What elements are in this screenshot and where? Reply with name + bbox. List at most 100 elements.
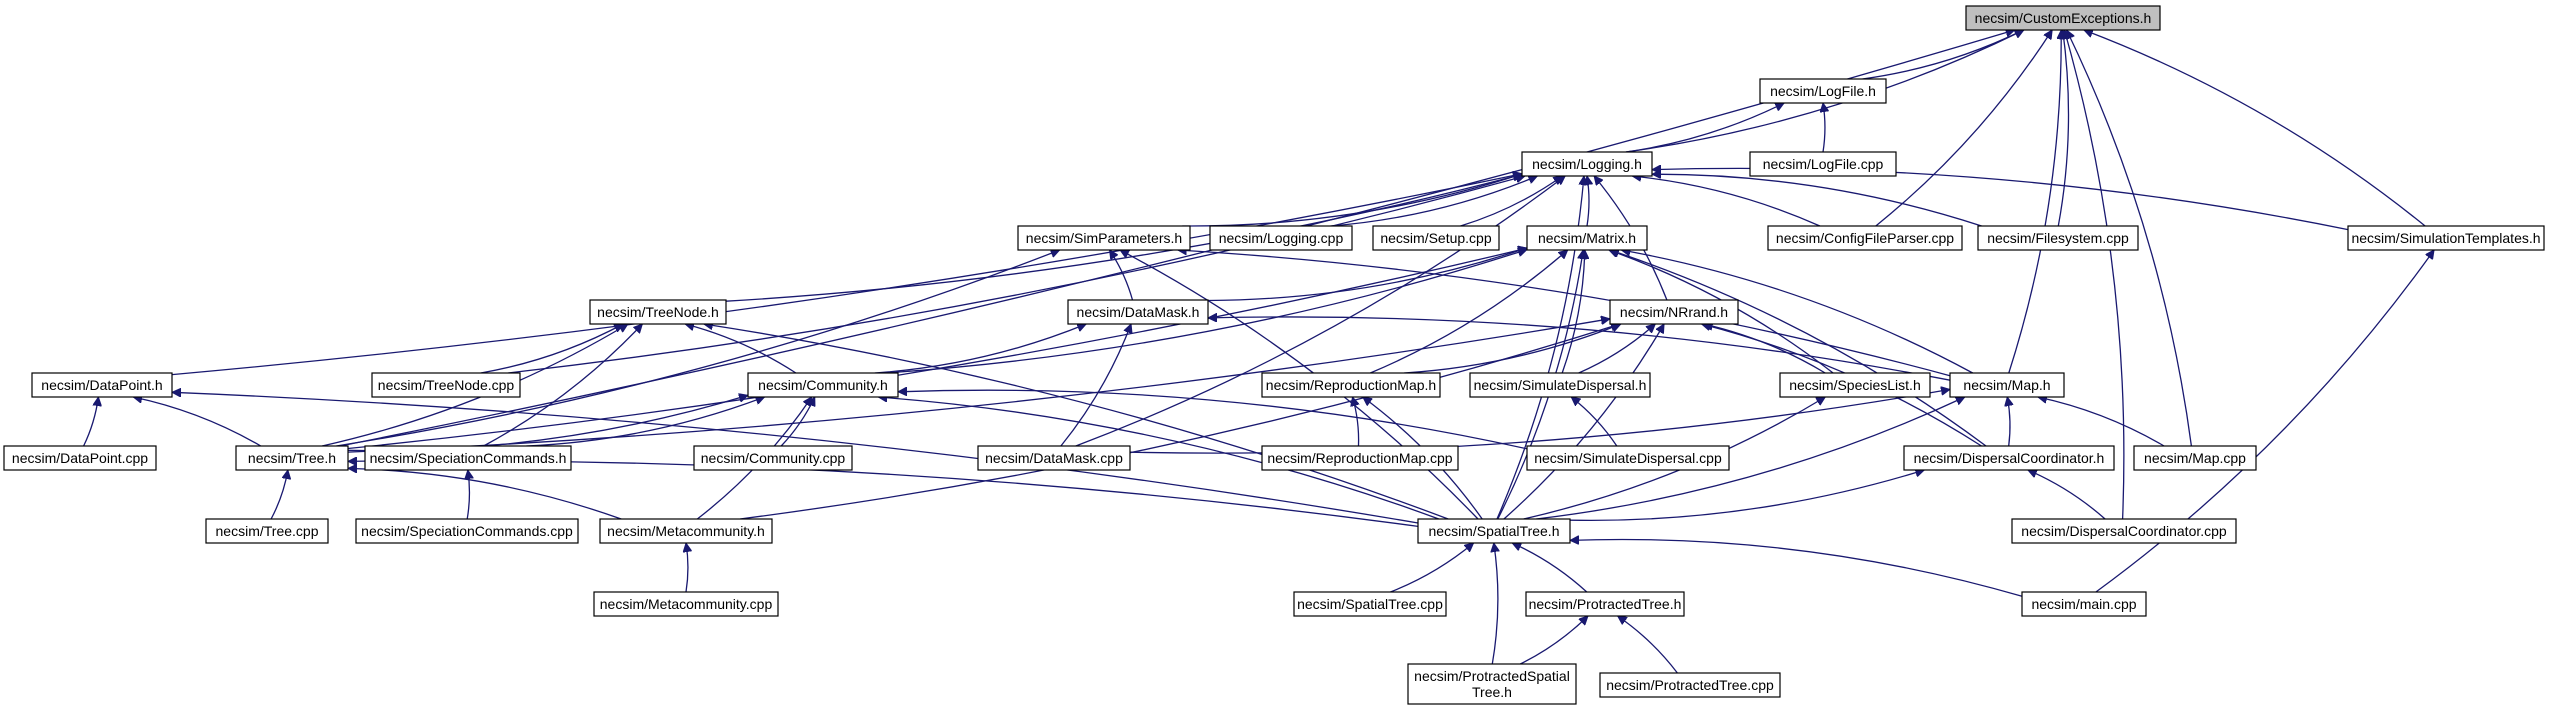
edge-configfileparser_cpp-to-logging_h: [1632, 176, 1821, 227]
node-box-community_h[interactable]: [747, 372, 899, 398]
node-metacommunity_h[interactable]: necsim/Metacommunity.h: [599, 518, 773, 544]
node-spatialtree_h[interactable]: necsim/SpatialTree.h: [1417, 518, 1571, 544]
node-box-logfile_cpp[interactable]: [1749, 151, 1897, 177]
node-dispersalcoordinator_cpp[interactable]: necsim/DispersalCoordinator.cpp: [2011, 518, 2237, 544]
node-box-protractedtree_cpp[interactable]: [1599, 672, 1781, 698]
node-main_cpp[interactable]: necsim/main.cpp: [2021, 591, 2147, 617]
node-reproductionmap_h[interactable]: necsim/ReproductionMap.h: [1261, 372, 1441, 398]
node-datamask_cpp[interactable]: necsim/DataMask.cpp: [977, 445, 1131, 471]
node-protractedtree_h[interactable]: necsim/ProtractedTree.h: [1525, 591, 1685, 617]
node-tree_h[interactable]: necsim/Tree.h: [235, 445, 349, 471]
node-treenode_h[interactable]: necsim/TreeNode.h: [589, 299, 727, 325]
node-simulatedispersal_cpp[interactable]: necsim/SimulateDispersal.cpp: [1526, 445, 1730, 471]
edge-dispersalcoordinator_h-to-matrix_h: [1610, 250, 1987, 447]
node-customexceptions[interactable]: necsim/CustomExceptions.h: [1965, 5, 2161, 31]
node-box-reproductionmap_cpp[interactable]: [1261, 445, 1459, 471]
node-box-spatialtree_h[interactable]: [1417, 518, 1571, 544]
node-simparameters_h[interactable]: necsim/SimParameters.h: [1017, 225, 1191, 251]
edge-spatialtree_h-to-nrrand_h: [1503, 324, 1665, 520]
node-box-simulationtemplates_h[interactable]: [2347, 225, 2545, 251]
node-community_h[interactable]: necsim/Community.h: [747, 372, 899, 398]
edge-protractedspatialtree_h-to-protractedtree_h: [1520, 616, 1588, 665]
edge-tree_h-to-matrix_h: [347, 248, 1527, 450]
edge-main_cpp-to-simulationtemplates_h: [2095, 250, 2434, 593]
edge-specieslist_h-to-nrrand_h: [1704, 324, 1826, 374]
node-map_cpp[interactable]: necsim/Map.cpp: [2133, 445, 2257, 471]
node-box-treenode_cpp[interactable]: [371, 372, 521, 398]
node-community_cpp[interactable]: necsim/Community.cpp: [693, 445, 853, 471]
node-logging_cpp[interactable]: necsim/Logging.cpp: [1209, 225, 1353, 251]
node-box-logging_h[interactable]: [1521, 151, 1653, 177]
node-tree_cpp[interactable]: necsim/Tree.cpp: [205, 518, 329, 544]
node-logging_h[interactable]: necsim/Logging.h: [1521, 151, 1653, 177]
node-box-metacommunity_cpp[interactable]: [593, 591, 779, 617]
node-map_h[interactable]: necsim/Map.h: [1949, 372, 2065, 398]
node-box-datapoint_cpp[interactable]: [3, 445, 157, 471]
node-box-speciationcommands_h[interactable]: [364, 445, 572, 471]
node-box-map_h[interactable]: [1949, 372, 2065, 398]
node-label-datamask_cpp: necsim/DataMask.cpp: [985, 450, 1123, 466]
node-box-specieslist_h[interactable]: [1779, 372, 1931, 398]
node-metacommunity_cpp[interactable]: necsim/Metacommunity.cpp: [593, 591, 779, 617]
node-box-customexceptions[interactable]: [1965, 5, 2161, 31]
node-dispersalcoordinator_h[interactable]: necsim/DispersalCoordinator.h: [1903, 445, 2115, 471]
node-datamask_h[interactable]: necsim/DataMask.h: [1067, 299, 1209, 325]
node-box-logfile_h[interactable]: [1759, 78, 1887, 104]
node-box-protractedtree_h[interactable]: [1525, 591, 1685, 617]
node-setup_cpp[interactable]: necsim/Setup.cpp: [1372, 225, 1500, 251]
node-logfile_cpp[interactable]: necsim/LogFile.cpp: [1749, 151, 1897, 177]
node-nrrand_h[interactable]: necsim/NRrand.h: [1609, 299, 1739, 325]
node-box-spatialtree_cpp[interactable]: [1293, 591, 1447, 617]
node-box-simulatedispersal_h[interactable]: [1469, 372, 1651, 398]
node-datapoint_h[interactable]: necsim/DataPoint.h: [31, 372, 173, 398]
node-label-main_cpp: necsim/main.cpp: [2031, 596, 2136, 612]
node-box-nrrand_h[interactable]: [1609, 299, 1739, 325]
node-logfile_h[interactable]: necsim/LogFile.h: [1759, 78, 1887, 104]
node-box-datamask_h[interactable]: [1067, 299, 1209, 325]
node-simulationtemplates_h[interactable]: necsim/SimulationTemplates.h: [2347, 225, 2545, 251]
node-box-simparameters_h[interactable]: [1017, 225, 1191, 251]
edge-simulatedispersal_h-to-nrrand_h: [1578, 324, 1656, 374]
node-configfileparser_cpp[interactable]: necsim/ConfigFileParser.cpp: [1767, 225, 1963, 251]
node-box-speciationcommands_cpp[interactable]: [355, 518, 579, 544]
node-speciationcommands_cpp[interactable]: necsim/SpeciationCommands.cpp: [355, 518, 579, 544]
node-reproductionmap_cpp[interactable]: necsim/ReproductionMap.cpp: [1261, 445, 1459, 471]
node-matrix_h[interactable]: necsim/Matrix.h: [1526, 225, 1648, 251]
node-box-simulatedispersal_cpp[interactable]: [1526, 445, 1730, 471]
node-box-reproductionmap_h[interactable]: [1261, 372, 1441, 398]
edge-spatialtree_h-to-community_h: [878, 397, 1440, 520]
node-simulatedispersal_h[interactable]: necsim/SimulateDispersal.h: [1469, 372, 1651, 398]
node-datapoint_cpp[interactable]: necsim/DataPoint.cpp: [3, 445, 157, 471]
node-box-community_cpp[interactable]: [693, 445, 853, 471]
node-filesystem_cpp[interactable]: necsim/Filesystem.cpp: [1977, 225, 2139, 251]
node-speciationcommands_h[interactable]: necsim/SpeciationCommands.h: [364, 445, 572, 471]
node-box-protractedspatialtree_h[interactable]: [1407, 663, 1577, 705]
node-box-setup_cpp[interactable]: [1372, 225, 1500, 251]
edge-dispersalcoordinator_cpp-to-dispersalcoordinator_h: [2028, 470, 2106, 520]
node-box-dispersalcoordinator_cpp[interactable]: [2011, 518, 2237, 544]
node-label-spatialtree_h: necsim/SpatialTree.h: [1429, 523, 1560, 539]
edge-spatialtree_h-to-map_h: [1536, 397, 1965, 520]
node-box-map_cpp[interactable]: [2133, 445, 2257, 471]
node-label-reproductionmap_h: necsim/ReproductionMap.h: [1266, 377, 1436, 393]
node-box-datamask_cpp[interactable]: [977, 445, 1131, 471]
node-label-configfileparser_cpp: necsim/ConfigFileParser.cpp: [1776, 230, 1954, 246]
node-label-simulationtemplates_h: necsim/SimulationTemplates.h: [2351, 230, 2540, 246]
node-box-logging_cpp[interactable]: [1209, 225, 1353, 251]
node-treenode_cpp[interactable]: necsim/TreeNode.cpp: [371, 372, 521, 398]
node-box-tree_cpp[interactable]: [205, 518, 329, 544]
node-box-filesystem_cpp[interactable]: [1977, 225, 2139, 251]
node-spatialtree_cpp[interactable]: necsim/SpatialTree.cpp: [1293, 591, 1447, 617]
node-box-dispersalcoordinator_h[interactable]: [1903, 445, 2115, 471]
node-box-configfileparser_cpp[interactable]: [1767, 225, 1963, 251]
node-box-metacommunity_h[interactable]: [599, 518, 773, 544]
node-box-tree_h[interactable]: [235, 445, 349, 471]
node-protractedtree_cpp[interactable]: necsim/ProtractedTree.cpp: [1599, 672, 1781, 698]
node-box-matrix_h[interactable]: [1526, 225, 1648, 251]
node-box-treenode_h[interactable]: [589, 299, 727, 325]
node-specieslist_h[interactable]: necsim/SpeciesList.h: [1779, 372, 1931, 398]
node-box-main_cpp[interactable]: [2021, 591, 2147, 617]
node-box-datapoint_h[interactable]: [31, 372, 173, 398]
